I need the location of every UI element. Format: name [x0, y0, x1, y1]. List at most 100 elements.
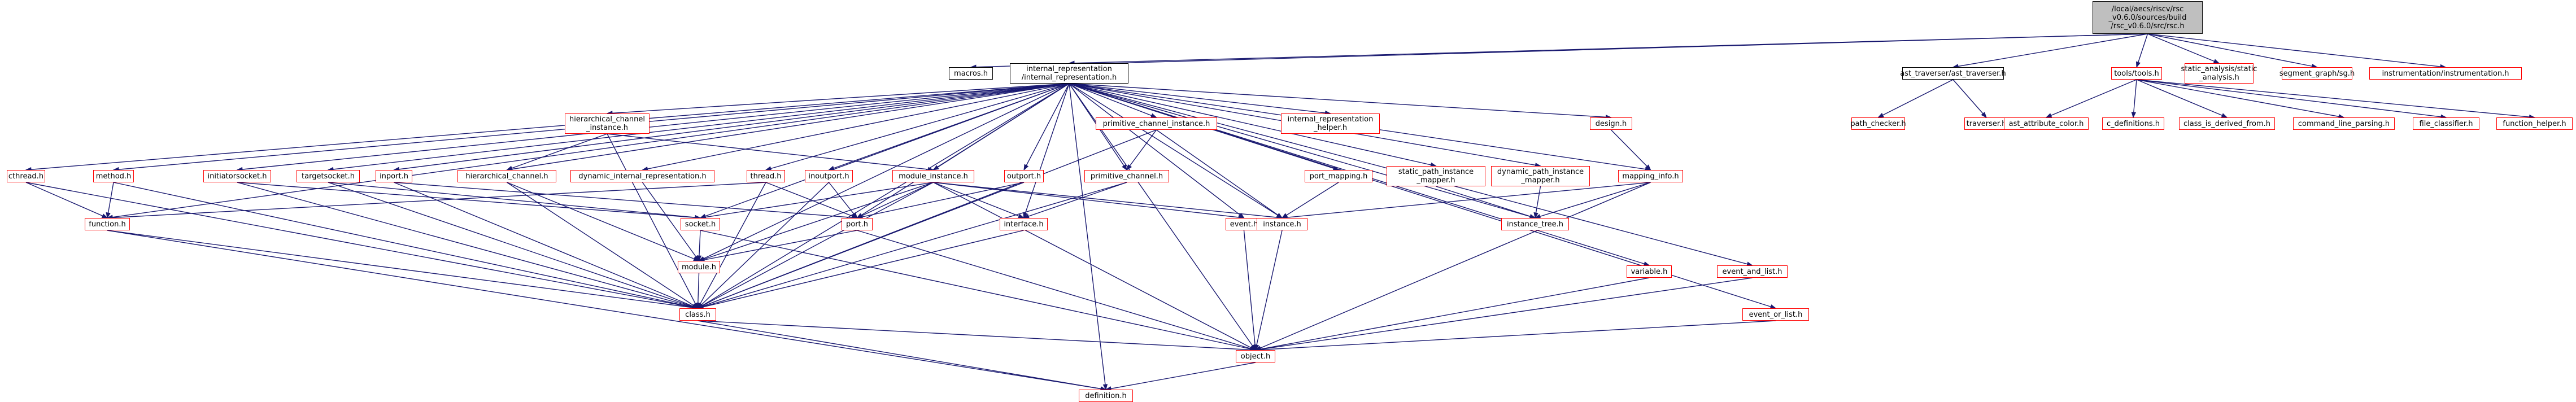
node-class-is-derived[interactable]: class_is_derived_from.h [2179, 117, 2275, 130]
node-dynamic-path[interactable]: dynamic_path_instance_mapper.h [1491, 166, 1590, 186]
node-event-and-list[interactable]: event_and_list.h [1717, 265, 1788, 278]
node-label: tools/tools.h [2114, 69, 2159, 78]
node-definition[interactable]: definition.h [1079, 390, 1133, 402]
node-initiatorsocket[interactable]: initiatorsocket.h [203, 170, 271, 182]
node-event-or-list[interactable]: event_or_list.h [1742, 308, 1809, 321]
node-module-instance[interactable]: module_instance.h [892, 170, 974, 182]
node-label: port.h [845, 220, 869, 229]
node-label: primitive_channel_instance.h [1102, 119, 1210, 128]
edge-tools-to-command_line [2136, 79, 2344, 118]
node-interface[interactable]: interface.h [1000, 218, 1048, 230]
node-static-path[interactable]: static_path_instance_mapper.h [1387, 166, 1485, 186]
node-file-classifier[interactable]: file_classifier.h [2413, 117, 2479, 130]
node-thread[interactable]: thread.h [747, 170, 785, 182]
node-inport[interactable]: inport.h [376, 170, 412, 182]
edge-method-to-class [113, 182, 698, 309]
node-label: internal_representation [1026, 65, 1112, 73]
node-inoutport[interactable]: inoutport.h [805, 170, 853, 182]
node-prim-ch-inst[interactable]: primitive_channel_instance.h [1096, 117, 1217, 130]
node-label: class.h [685, 310, 711, 319]
edge-arrowhead [1018, 213, 1025, 219]
edge-ir-to-instance_tree [1069, 83, 1536, 219]
edge-arrowhead [692, 303, 699, 309]
node-ir-helper[interactable]: internal_representation_helper.h [1281, 113, 1380, 134]
edge-ir-to-definition [1069, 83, 1106, 390]
node-label: dynamic_internal_representation.h [578, 172, 707, 181]
node-label: /local/aecs/riscv/rsc [2111, 5, 2184, 14]
node-port[interactable]: port.h [842, 218, 873, 230]
edge-thread-to-function [107, 182, 766, 219]
node-port-mapping[interactable]: port_mapping.h [1305, 170, 1372, 182]
node-outport[interactable]: outport.h [1004, 170, 1044, 182]
node-tools[interactable]: tools/tools.h [2111, 67, 2162, 80]
node-class[interactable]: class.h [679, 308, 716, 321]
node-macros[interactable]: macros.h [949, 67, 993, 80]
node-label: command_line_parsing.h [2298, 119, 2390, 128]
node-hier-channel[interactable]: hierarchical_channel.h [457, 170, 556, 182]
edge-function-to-definition [107, 230, 1106, 390]
node-ast[interactable]: ast_traverser/ast_traverser.h [1900, 67, 2006, 80]
edge-arrowhead [1276, 213, 1283, 219]
node-label: module.h [681, 263, 717, 272]
node-mapping-info[interactable]: mapping_info.h [1618, 170, 1683, 182]
edge-event-to-object [1243, 230, 1256, 351]
edge-ir-to-outport [1023, 83, 1070, 171]
node-traverser[interactable]: traverser.h [1964, 117, 2008, 130]
node-static-analysis[interactable]: static_analysis/static_analysis.h [2181, 63, 2257, 84]
node-function[interactable]: function.h [85, 218, 130, 230]
edge-root-to-tools [2136, 33, 2148, 68]
edge-module_instance-to-instance [933, 182, 1283, 219]
node-command-line[interactable]: command_line_parsing.h [2293, 117, 2395, 130]
edge-arrowhead [1102, 384, 1108, 391]
edge-ir-to-interface [1023, 83, 1070, 219]
node-function-helper[interactable]: function_helper.h [2496, 117, 2573, 130]
edge-thread-to-class [697, 182, 766, 309]
node-c-definitions[interactable]: c_definitions.h [2102, 117, 2164, 130]
node-event[interactable]: event.h [1226, 218, 1262, 230]
node-label: class_is_derived_from.h [2183, 119, 2270, 128]
node-instance-tree[interactable]: instance_tree.h [1501, 218, 1569, 230]
edge-port-to-module [699, 230, 857, 261]
node-label: _helper.h [1313, 124, 1348, 132]
node-module[interactable]: module.h [678, 261, 720, 273]
node-ast-attribute-color[interactable]: ast_attribute_color.h [2004, 117, 2089, 130]
edge-module_instance-to-module [699, 182, 934, 261]
edge-module_instance-to-event [933, 182, 1244, 219]
node-design[interactable]: design.h [1590, 117, 1632, 130]
node-ir[interactable]: internal_representation/internal_represe… [1010, 63, 1128, 84]
edge-root-to-segment_graph [2147, 33, 2317, 68]
node-path-checker[interactable]: path_checker.h [1850, 117, 1906, 130]
node-label: file_classifier.h [2419, 119, 2473, 128]
node-label: ast_traverser/ast_traverser.h [1900, 69, 2006, 78]
node-hier-ch-inst[interactable]: hierarchical_channel_instance.h [565, 113, 650, 134]
node-method[interactable]: method.h [93, 170, 134, 182]
node-label: _mapper.h [1416, 176, 1455, 185]
edge-module-to-class [697, 273, 700, 309]
node-label: hierarchical_channel [569, 115, 645, 124]
node-segment-graph[interactable]: segment_graph/sg.h [2279, 67, 2355, 80]
node-dyn-ir[interactable]: dynamic_internal_representation.h [570, 170, 714, 182]
node-targetsocket[interactable]: targetsocket.h [297, 170, 360, 182]
node-label: /internal_representation.h [1021, 73, 1117, 82]
node-label: event.h [1230, 220, 1258, 229]
node-primitive-channel[interactable]: primitive_channel.h [1084, 170, 1169, 182]
node-label: instrumentation/instrumentation.h [2382, 69, 2509, 78]
edge-arrowhead [1023, 212, 1028, 219]
node-label: primitive_channel.h [1090, 172, 1163, 181]
node-label: event_or_list.h [1749, 310, 1803, 319]
node-socket[interactable]: socket.h [681, 218, 720, 230]
node-cthread[interactable]: cthread.h [7, 170, 45, 182]
edge-tools-to-function_helper [2136, 79, 2535, 118]
edge-arrowhead [1122, 164, 1127, 171]
edge-ir-to-socket [700, 83, 1070, 219]
edge-mapping_info-to-instance_tree [1535, 182, 1651, 219]
node-instrumentation[interactable]: instrumentation/instrumentation.h [2369, 67, 2522, 80]
edge-ir-to-design [1069, 83, 1611, 118]
edge-tools-to-file_classifier [2136, 79, 2447, 118]
edge-primitive_channel-to-class [698, 182, 1127, 309]
edge-arrowhead [2131, 112, 2137, 119]
node-instance[interactable]: instance.h [1257, 218, 1307, 230]
node-object[interactable]: object.h [1236, 350, 1275, 362]
node-variable[interactable]: variable.h [1627, 265, 1672, 278]
